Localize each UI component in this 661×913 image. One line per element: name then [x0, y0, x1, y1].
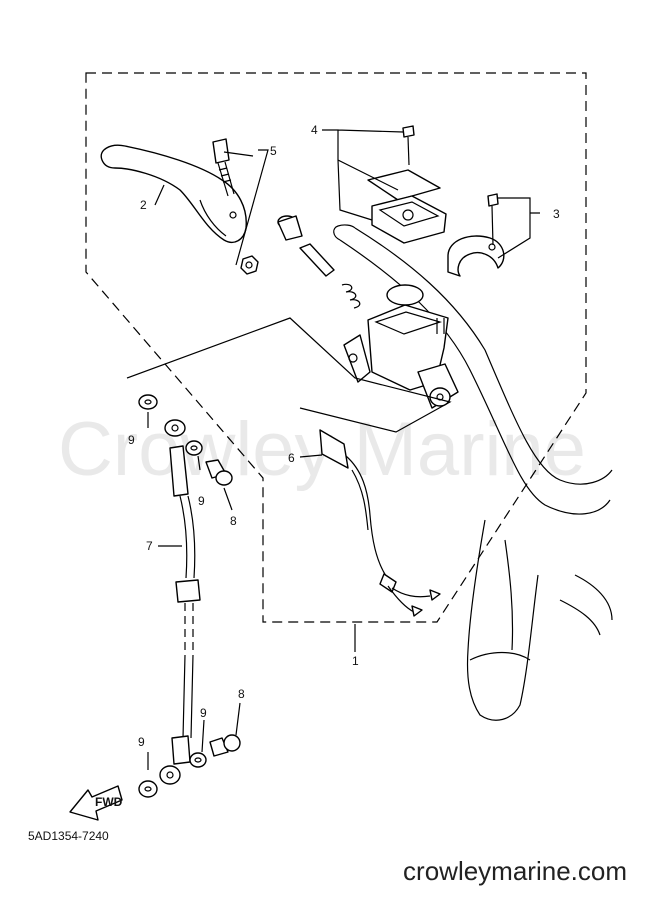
callout-5: 5: [270, 144, 277, 158]
holder-clamp: [447, 193, 505, 277]
callout-8-upper: 8: [230, 514, 237, 528]
callout-7: 7: [146, 539, 153, 553]
brake-hose: [159, 419, 201, 785]
fwd-arrow-icon: FWD: [69, 785, 123, 821]
reservoir-cap: [367, 125, 447, 244]
diagram-code: 5AD1354-7240: [28, 829, 109, 843]
callout-8-lower: 8: [238, 687, 245, 701]
site-link[interactable]: crowleymarine.com: [403, 856, 627, 886]
fwd-label: FWD: [95, 795, 123, 809]
guide-outline: [126, 317, 452, 433]
push-rod: [277, 215, 361, 309]
callout-4: 4: [311, 123, 318, 137]
washers-and-bolts: [138, 394, 241, 798]
callout-2: 2: [140, 198, 147, 212]
callout-3: 3: [553, 207, 560, 221]
leader-lines: [147, 129, 540, 770]
callout-6: 6: [288, 451, 295, 465]
callout-9-lower-left: 9: [138, 735, 145, 749]
callout-1: 1: [352, 654, 359, 668]
callout-9-upper-right: 9: [198, 494, 205, 508]
master-cylinder: [343, 284, 459, 409]
callout-9-lower-right: 9: [200, 706, 207, 720]
assembly-outline: [85, 72, 587, 623]
lever-bolt: [212, 138, 259, 275]
brake-lever: [100, 144, 247, 244]
brake-switch: [319, 429, 441, 617]
callout-9-upper-left: 9: [128, 433, 135, 447]
